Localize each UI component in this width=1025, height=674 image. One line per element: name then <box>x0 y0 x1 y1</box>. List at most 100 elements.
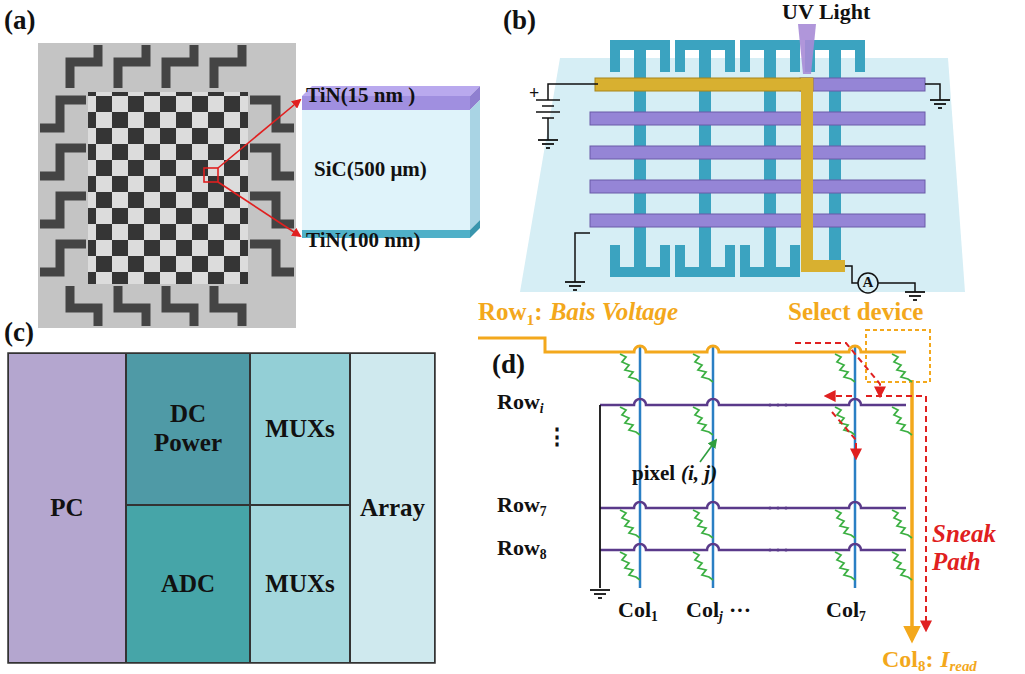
crossbar-array <box>878 283 915 292</box>
layer-label: SiC(500 μm) <box>314 158 427 181</box>
crossbar-circuit <box>768 403 771 406</box>
crossbar-circuit <box>826 395 852 397</box>
panel-label: (b) <box>503 6 536 36</box>
chip-photo <box>166 45 194 88</box>
box-label: ADC <box>161 570 215 599</box>
signal-name: : <box>925 646 933 672</box>
panel-label: (c) <box>4 318 34 348</box>
system-frame <box>8 353 435 663</box>
column-label: j <box>719 609 723 624</box>
crossbar-array <box>590 180 925 193</box>
crossbar-array <box>680 245 730 272</box>
signal-name: Row1:Bais Voltage <box>478 298 678 328</box>
row-label: 7 <box>540 504 547 519</box>
crossbar-circuit <box>910 380 914 640</box>
crossbar-circuit <box>693 552 713 580</box>
crossbar-circuit <box>478 330 930 640</box>
crossbar-circuit <box>892 354 912 382</box>
row-label: Row <box>497 389 540 414</box>
crossbar-array <box>520 58 965 292</box>
layer-stack <box>302 110 470 230</box>
column-label: 1 <box>651 609 658 624</box>
crossbar-array <box>925 84 940 100</box>
block-box: MUXs <box>250 353 350 505</box>
crossbar-circuit <box>600 399 906 405</box>
signal-name: 8 <box>918 658 925 674</box>
crossbar-circuit <box>795 343 926 630</box>
chip-photo <box>38 43 296 328</box>
chip-photo <box>70 45 98 88</box>
crossbar-circuit <box>784 506 787 509</box>
row-label: Row <box>497 535 540 560</box>
crossbar-array <box>538 140 558 148</box>
crossbar-circuit <box>866 396 926 630</box>
chip-photo <box>40 45 294 326</box>
chip-photo <box>204 168 218 182</box>
crossbar-array <box>845 266 858 283</box>
row-label: i <box>540 401 544 416</box>
panel-label: (a) <box>4 6 35 36</box>
chip-photo <box>38 43 300 328</box>
ellipsis-mark: ⋮ <box>546 424 568 449</box>
crossbar-circuit <box>784 548 787 551</box>
crossbar-circuit <box>776 403 779 406</box>
row-label: Row7 <box>497 493 547 519</box>
crossbar-circuit <box>866 330 930 382</box>
pixel-label: (i, j) <box>681 461 717 485</box>
chip-photo <box>250 196 294 224</box>
box-label: MUXs <box>265 415 334 444</box>
callout-label: Select device <box>788 298 923 325</box>
row-label: Rowi <box>497 390 544 416</box>
polarity-sign: + <box>529 84 539 104</box>
crossbar-circuit <box>478 338 906 352</box>
crossbar-array <box>858 273 878 293</box>
crossbar-circuit <box>768 548 771 551</box>
layer-stack <box>302 86 480 238</box>
crossbar-array <box>548 84 598 100</box>
ammeter-symbol: A <box>858 274 878 291</box>
layer-label: TiN(100 nm) <box>306 229 421 252</box>
panel-label: (d) <box>492 349 525 379</box>
column-label: Col1 <box>618 598 658 624</box>
column-label: 7 <box>859 609 866 624</box>
panel-label: (d) <box>492 350 525 380</box>
box-label: DC Power <box>135 400 241 458</box>
crossbar-circuit <box>892 552 912 580</box>
block-box: PC <box>8 353 126 663</box>
column-label: Col <box>618 597 651 622</box>
light-label: UV Light <box>782 0 870 24</box>
chip-photo <box>214 45 242 88</box>
box-label: MUXs <box>265 570 334 599</box>
crossbar-circuit <box>590 590 610 598</box>
crossbar-circuit <box>693 407 713 435</box>
signal-name: Col <box>882 646 918 672</box>
crossbar-circuit <box>620 354 640 382</box>
crossbar-array <box>590 112 925 125</box>
signal-name: read <box>950 658 977 674</box>
crossbar-circuit <box>768 506 771 509</box>
layer-label: TiN(15 nm ) <box>306 83 415 107</box>
column-label: Col <box>826 597 859 622</box>
block-box: Array <box>350 353 435 663</box>
crossbar-array <box>590 214 925 227</box>
crossbar-circuit <box>784 403 787 406</box>
crossbar-circuit <box>832 412 856 458</box>
pixel-label: pixel(i, j) <box>632 462 717 485</box>
crossbar-array <box>810 45 860 72</box>
crossbar-array <box>930 100 950 108</box>
chip-photo <box>118 286 146 326</box>
layer-label: SiC(500 μm) <box>314 157 427 181</box>
chip-photo <box>40 100 86 128</box>
chip-photo <box>40 196 86 224</box>
ellipsis-mark: ⋮ <box>546 425 568 449</box>
callout-label: Select device <box>788 298 923 326</box>
chip-photo <box>218 100 300 168</box>
pixel-label: pixel <box>632 461 675 485</box>
crossbar-array <box>590 146 925 159</box>
column-label: Colj··· <box>686 598 751 624</box>
crossbar-array <box>536 84 940 293</box>
signal-name: 1 <box>527 311 535 328</box>
row-label: 8 <box>540 547 547 562</box>
crossbar-circuit <box>835 510 855 538</box>
